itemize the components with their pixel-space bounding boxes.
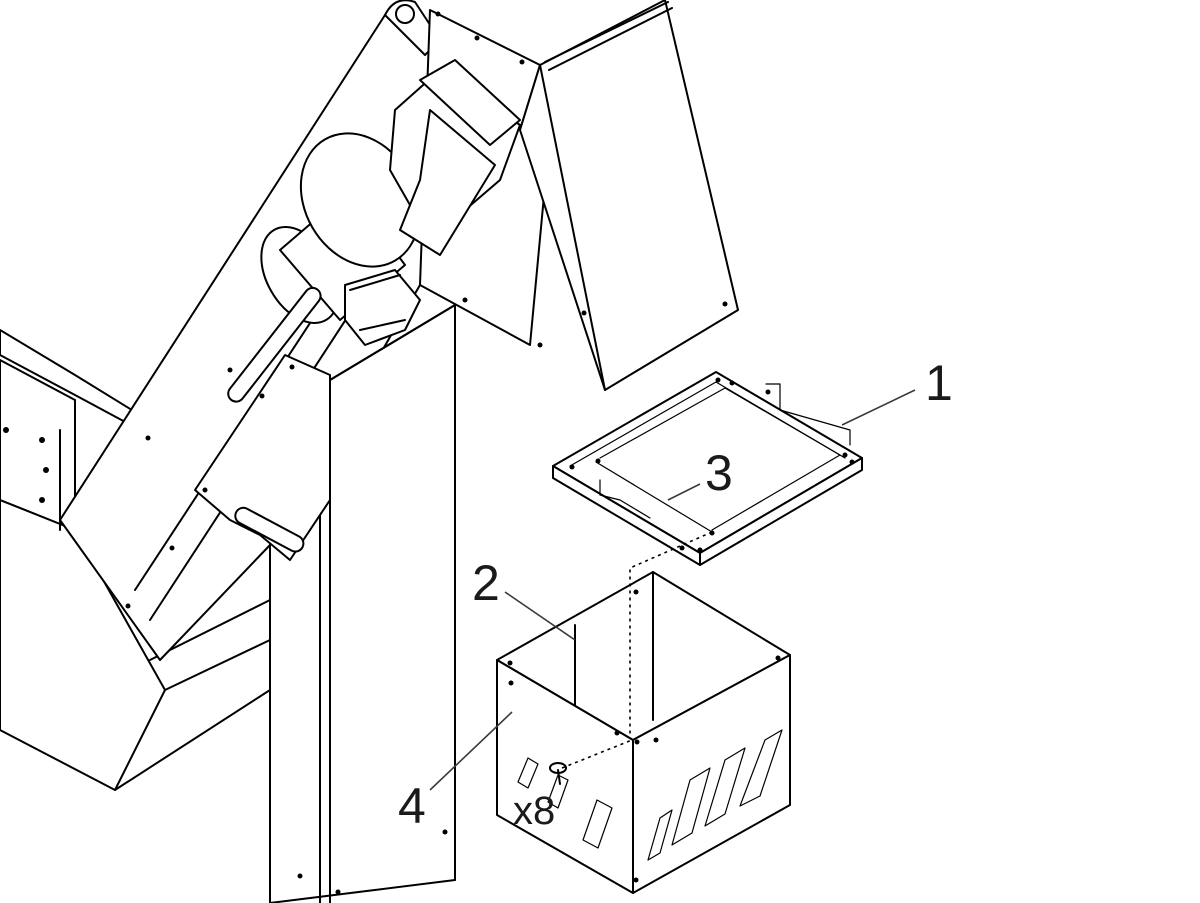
callout-1: 1 bbox=[925, 355, 953, 411]
callout-2: 2 bbox=[472, 555, 500, 611]
callout-4: 4 bbox=[398, 778, 426, 834]
screw-icon bbox=[549, 762, 567, 785]
assembly-guides bbox=[561, 531, 713, 769]
quantity-label: x8 bbox=[513, 789, 555, 833]
drive-motor bbox=[260, 59, 521, 346]
open-box bbox=[496, 571, 791, 894]
callout-3: 3 bbox=[705, 445, 733, 501]
side-bracket bbox=[194, 286, 331, 561]
leader-lines bbox=[429, 389, 916, 791]
frame-plate bbox=[552, 371, 863, 566]
